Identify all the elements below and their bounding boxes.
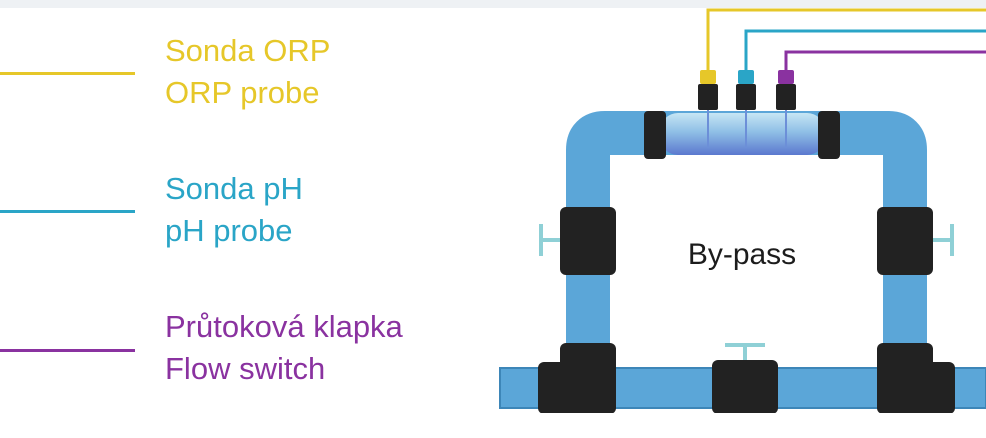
ph-probe-body: [736, 84, 756, 110]
sensor-coupling-left: [644, 111, 666, 159]
right-valve: [877, 207, 933, 275]
right-tee-collar: [877, 362, 955, 414]
left-valve: [560, 207, 616, 275]
sensor-housing: [660, 113, 825, 155]
legend-flow-line1: Průtoková klapka: [165, 309, 403, 344]
top-strip: [0, 0, 986, 8]
legend-text-orp: Sonda ORP ORP probe: [165, 30, 330, 114]
orp-probe-body: [698, 84, 718, 110]
legend-line-flow: [0, 349, 135, 352]
flow-probe-cap: [778, 70, 794, 84]
sensor-coupling-right: [818, 111, 840, 159]
flow-wire: [784, 50, 986, 82]
legend-orp-line1: Sonda ORP: [165, 33, 331, 68]
legend-flow-line2: Flow switch: [165, 351, 326, 386]
orp-probe-cap: [700, 70, 716, 84]
legend-orp-line2: ORP probe: [165, 75, 320, 110]
legend-text-ph: Sonda pH pH probe: [165, 168, 303, 252]
ph-probe-cap: [738, 70, 754, 84]
orp-wire: [706, 8, 986, 82]
flow-probe-body: [776, 84, 796, 110]
legend-ph-line1: Sonda pH: [165, 171, 303, 206]
ph-wire: [744, 29, 986, 82]
legend-text-flow: Průtoková klapka Flow switch: [165, 306, 403, 390]
center-valve: [712, 360, 778, 414]
legend-line-orp: [0, 72, 135, 75]
left-tee-collar: [538, 362, 616, 414]
legend-line-ph: [0, 210, 135, 213]
legend-ph-line2: pH probe: [165, 213, 293, 248]
bottom-margin: [0, 413, 986, 438]
bypass-label: By-pass: [688, 238, 796, 271]
